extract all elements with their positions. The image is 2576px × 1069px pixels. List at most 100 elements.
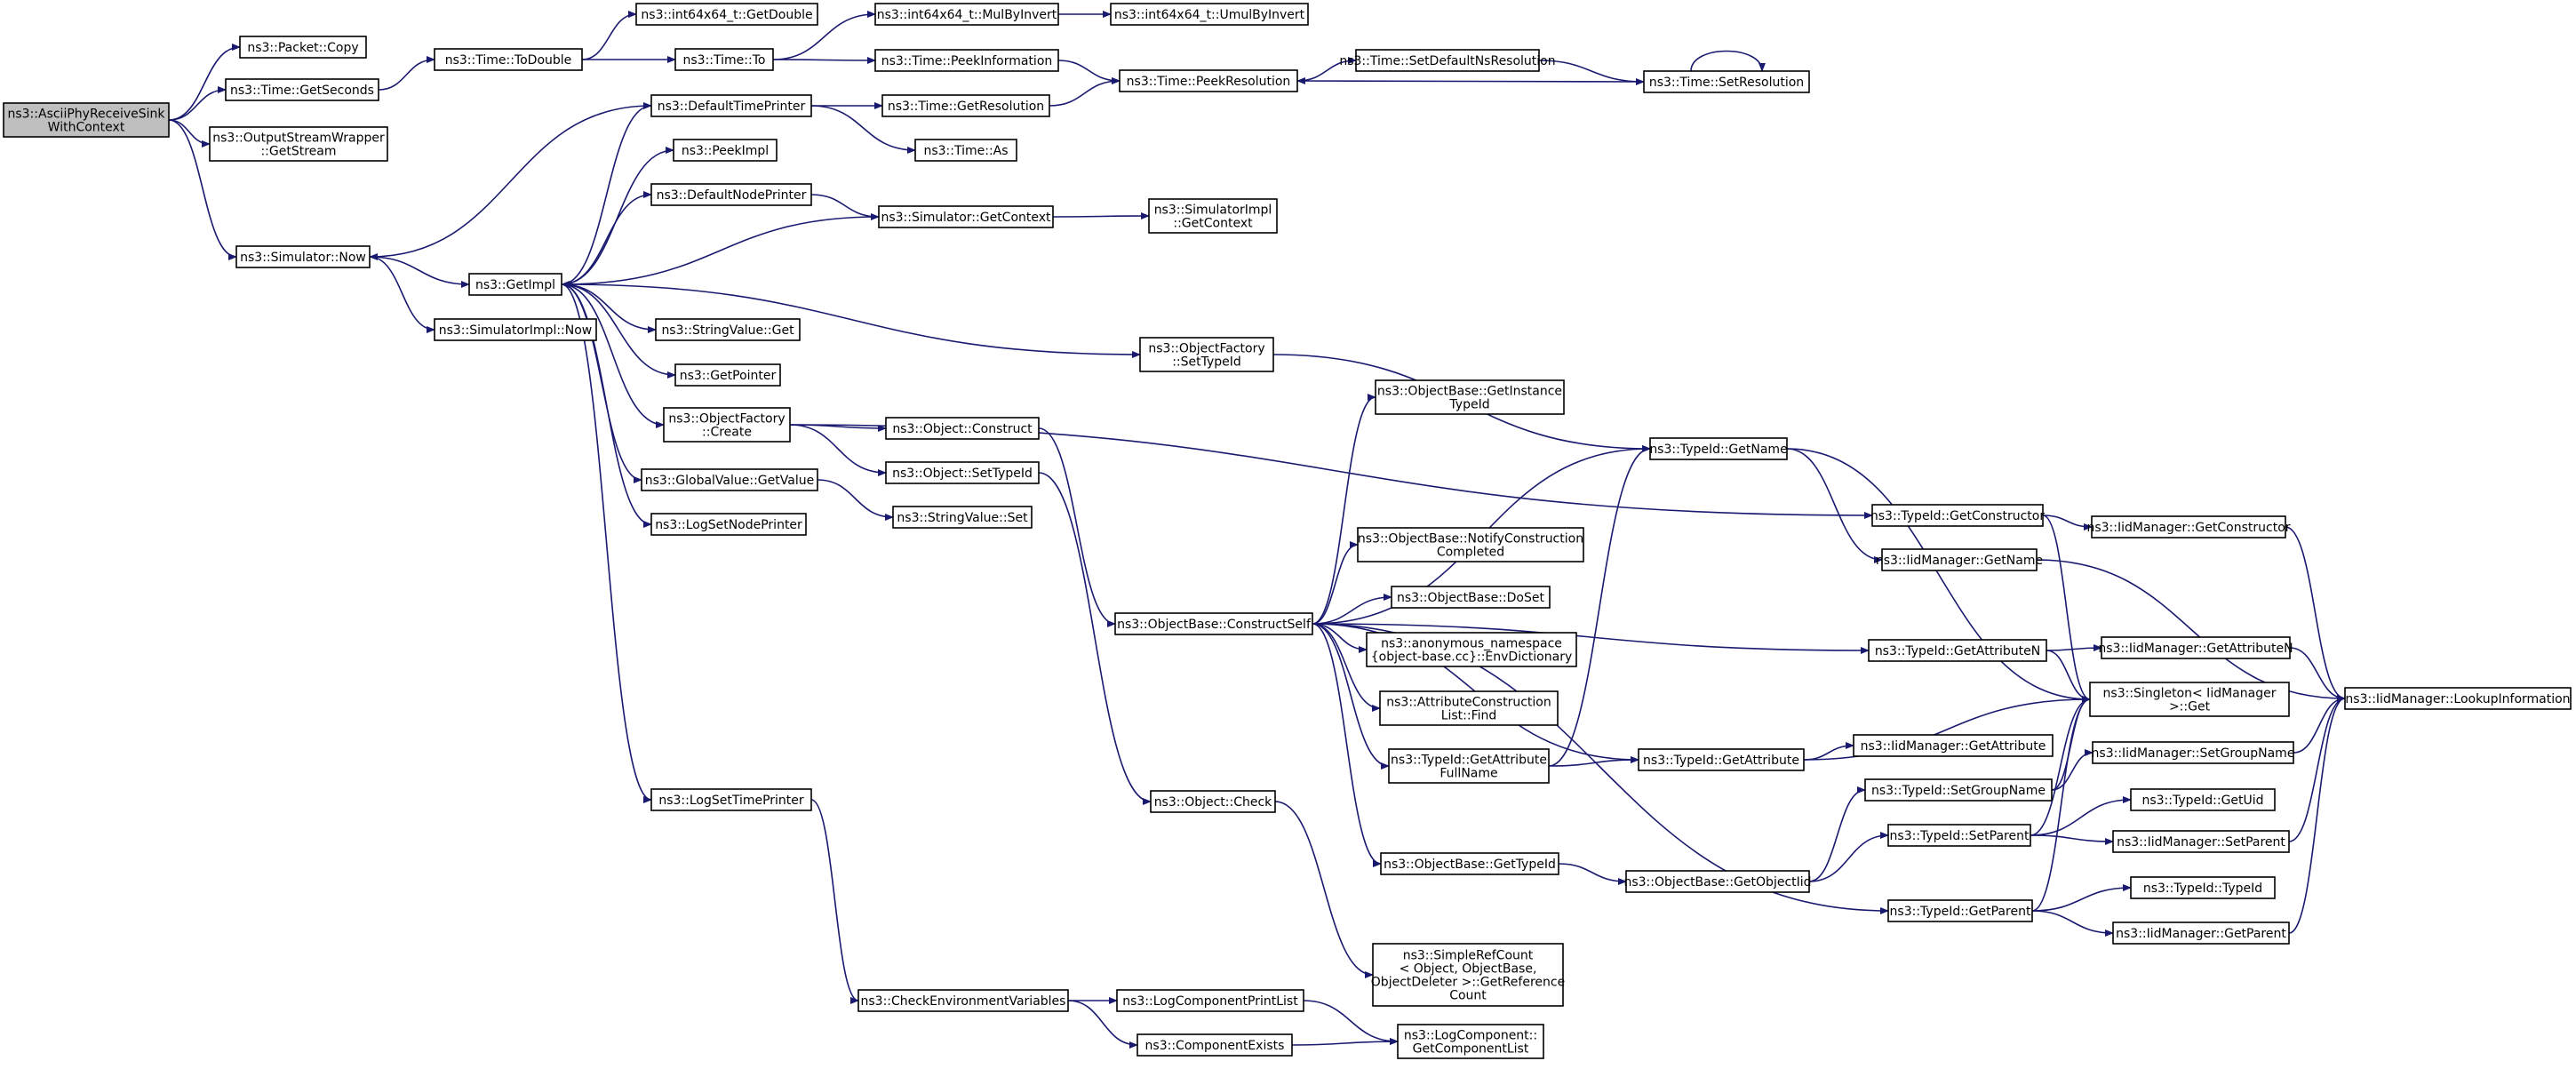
function-node[interactable]: ns3::IidManager::GetParent [2112, 921, 2290, 945]
node-label: ns3::SimpleRefCount [1403, 949, 1534, 963]
node-box [434, 318, 597, 341]
function-node[interactable]: ns3::GetImpl [468, 273, 562, 296]
call-edge [561, 147, 674, 285]
node-label: ns3::IidManager::GetParent [2116, 927, 2286, 941]
node-label: ns3::Time::To [683, 53, 766, 68]
function-node[interactable]: ns3::IidManager::LookupInformation [2344, 687, 2572, 710]
node-box [650, 94, 812, 117]
function-node[interactable]: ns3::TypeId::GetAttribute [1638, 748, 1805, 771]
function-node[interactable]: ns3::StringValue::Set [892, 506, 1033, 529]
node-label: GetComponentList [1413, 1042, 1529, 1057]
function-node[interactable]: ns3::Time::GetResolution [881, 94, 1050, 117]
function-node[interactable]: ns3::SimpleRefCount< Object, ObjectBase,… [1371, 943, 1565, 1007]
node-box [885, 417, 1040, 440]
edges-layer [168, 11, 2346, 1049]
node-label: ns3::LogSetTimePrinter [658, 794, 804, 808]
call-edge [168, 86, 227, 121]
function-node[interactable]: ns3::Object::SetTypeId [885, 461, 1040, 484]
function-node[interactable]: ns3::DefaultTimePrinter [650, 94, 812, 117]
function-node[interactable]: ns3::Time::As [914, 139, 1017, 162]
function-node[interactable]: ns3::ObjectBase::ConstructSelf [1114, 612, 1313, 635]
node-box [225, 78, 379, 101]
function-node[interactable]: ns3::GlobalValue::GetValue [641, 468, 818, 491]
function-node[interactable]: ns3::IidManager::GetName [1876, 548, 2043, 571]
node-box [434, 48, 583, 71]
node-box [3, 102, 170, 138]
function-node[interactable]: ns3::LogSetNodePrinter [650, 513, 807, 536]
function-node[interactable]: ns3::TypeId::GetName [1649, 437, 1788, 460]
function-node[interactable]: ns3::Simulator::Now [235, 245, 371, 268]
function-node[interactable]: ns3::SimulatorImpl::Now [434, 318, 597, 341]
function-node[interactable]: ns3::Time::PeekResolution [1119, 69, 1298, 92]
function-node[interactable]: ns3::ObjectFactory::SetTypeId [1139, 337, 1274, 372]
node-box [914, 139, 1017, 162]
function-node[interactable]: ns3::anonymous_namespace{object-base.cc}… [1366, 632, 1577, 667]
function-node[interactable]: ns3::CheckEnvironmentVariables [857, 989, 1069, 1012]
function-node[interactable]: ns3::TypeId::SetGroupName [1864, 778, 2053, 802]
function-node[interactable]: ns3::StringValue::Get [655, 318, 801, 341]
function-node[interactable]: ns3::Time::To [674, 48, 774, 71]
function-node[interactable]: ns3::ComponentExists [1136, 1033, 1293, 1057]
function-node[interactable]: ns3::OutputStreamWrapper::GetStream [209, 126, 388, 162]
function-node[interactable]: ns3::int64x64_t::UmulByInvert [1110, 3, 1309, 26]
call-edge [1312, 594, 1392, 625]
function-node[interactable]: ns3::TypeId::TypeId [2130, 876, 2276, 899]
function-node[interactable]: ns3::Time::SetDefaultNsResolution [1339, 49, 1556, 72]
node-label: ns3::IidManager::LookupInformation [2345, 692, 2570, 706]
function-node[interactable]: ns3::IidManager::SetGroupName [2092, 741, 2295, 764]
function-node[interactable]: ns3::TypeId::GetAttributeN [1868, 639, 2047, 662]
call-edge [1786, 448, 1883, 563]
node-box [874, 3, 1059, 26]
function-node[interactable]: ns3::IidManager::SetParent [2112, 830, 2290, 853]
function-node[interactable]: ns3::Simulator::GetContext [878, 205, 1054, 228]
node-box [1868, 639, 2047, 662]
function-node[interactable]: ns3::PeekImpl [673, 139, 778, 162]
function-node[interactable]: ns3::ObjectFactory::Create [663, 407, 791, 443]
node-label: ns3::int64x64_t::UmulByInvert [1114, 8, 1305, 22]
function-node[interactable]: ns3::Singleton< IidManager>::Get [2089, 682, 2290, 717]
function-node[interactable]: ns3::Time::SetResolution [1643, 70, 1810, 93]
function-node[interactable]: ns3::LogSetTimePrinter [650, 788, 812, 811]
function-node[interactable]: ns3::Time::PeekInformation [874, 49, 1059, 72]
function-node[interactable]: ns3::DefaultNodePrinter [650, 183, 812, 206]
call-edge [1049, 77, 1121, 107]
function-node[interactable]: ns3::LogComponent::GetComponentList [1397, 1024, 1544, 1059]
function-node[interactable]: ns3::TypeId::SetParent [1887, 824, 2031, 847]
function-node[interactable]: ns3::int64x64_t::MulByInvert [874, 3, 1059, 26]
call-edge [168, 44, 241, 121]
function-node[interactable]: ns3::ObjectBase::GetObjectIid [1623, 870, 1812, 893]
node-label: ns3::ComponentExists [1145, 1039, 1285, 1053]
function-node[interactable]: ns3::ObjectBase::GetTypeId [1380, 852, 1559, 875]
node-label: ns3::TypeId::GetConstructor [1870, 509, 2045, 523]
node-box [1372, 943, 1564, 1007]
node-label: ns3::TypeId::GetAttributeN [1875, 644, 2040, 658]
function-node[interactable]: ns3::Time::ToDouble [434, 48, 583, 71]
function-node[interactable]: ns3::IidManager::GetAttribute [1853, 734, 2054, 757]
function-node[interactable]: ns3::SimulatorImpl::GetContext [1148, 198, 1278, 234]
function-node[interactable]: ns3::ObjectBase::DoSet [1391, 586, 1551, 609]
function-node[interactable]: ns3::TypeId::GetConstructor [1870, 504, 2045, 527]
node-box [874, 49, 1059, 72]
node-box [1366, 632, 1577, 667]
function-node[interactable]: ns3::int64x64_t::GetDouble [635, 3, 818, 26]
function-node[interactable]: ns3::Object::Check [1150, 790, 1276, 813]
call-edge [1038, 472, 1152, 805]
node-box [1397, 1024, 1544, 1059]
function-node[interactable]: ns3::Time::GetSeconds [225, 78, 379, 101]
function-node[interactable]: ns3::LogComponentPrintList [1116, 989, 1304, 1012]
function-node[interactable]: ns3::TypeId::GetParent [1887, 899, 2033, 922]
call-edge [561, 102, 652, 285]
function-node[interactable]: ns3::TypeId::GetUid [2130, 788, 2276, 811]
node-label: ns3::Simulator::GetContext [881, 211, 1051, 225]
function-node[interactable]: ns3::GetPointer [674, 363, 781, 387]
call-edge [1312, 394, 1376, 625]
function-node[interactable]: ns3::IidManager::GetConstructor [2086, 515, 2291, 538]
function-node[interactable]: ns3::Object::Construct [885, 417, 1040, 440]
function-node[interactable]: ns3::ObjectBase::NotifyConstructionCompl… [1357, 527, 1584, 562]
function-node[interactable]: ns3::IidManager::GetAttributeN [2098, 636, 2293, 659]
function-node[interactable]: ns3::Packet::Copy [239, 36, 367, 59]
